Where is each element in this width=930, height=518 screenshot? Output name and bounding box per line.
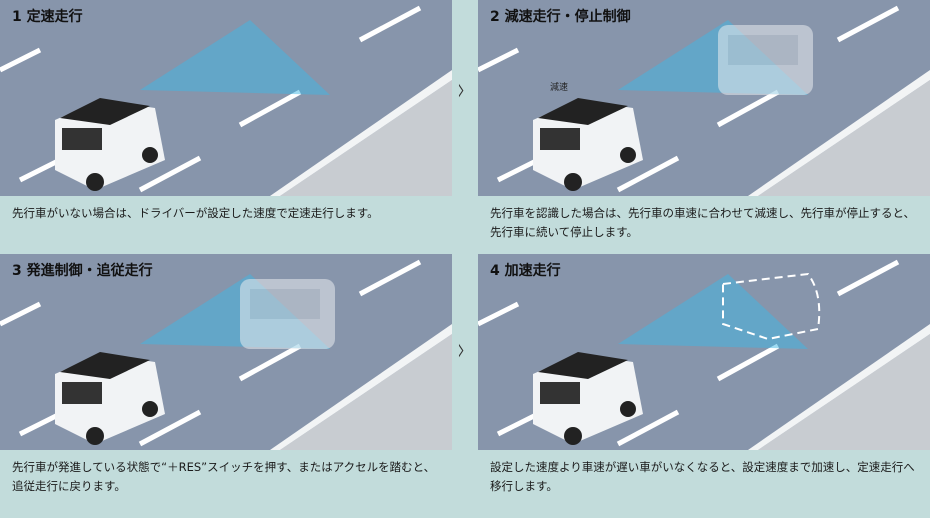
own-car bbox=[533, 352, 643, 445]
next-arrow-icon: › bbox=[457, 330, 466, 368]
lead-car bbox=[240, 279, 335, 349]
lead-car-outline bbox=[722, 272, 821, 341]
lead-car bbox=[718, 25, 813, 95]
panel-caption: 先行車がいない場合は、ドライバーが設定した速度で定速走行します。 bbox=[12, 206, 379, 220]
panel-title: 3 発進制御・追従走行 bbox=[12, 263, 153, 279]
decel-label: 減速 bbox=[550, 83, 569, 93]
own-car bbox=[533, 98, 643, 191]
scene-image bbox=[478, 0, 930, 196]
scene-image bbox=[0, 254, 452, 450]
panel-caption: 先行車を認識した場合は、先行車の車速に合わせて減速し、先行車が停止すると、先行車… bbox=[490, 206, 916, 239]
panel-title: 4 加速走行 bbox=[490, 263, 561, 279]
panel-caption: 設定した速度より車速が遅い車がいなくなると、設定速度まで加速し、定速走行へ移行し… bbox=[490, 460, 915, 493]
scene-image bbox=[478, 254, 930, 450]
own-car bbox=[55, 352, 165, 445]
panel-title: 2 減速走行・停止制御 bbox=[490, 9, 631, 25]
panel-title: 1 定速走行 bbox=[12, 9, 83, 25]
own-car bbox=[55, 98, 165, 191]
next-arrow-icon: › bbox=[457, 70, 466, 108]
panel-caption: 先行車が発進している状態で“＋RES”スイッチを押す、またはアクセルを踏むと、追… bbox=[12, 460, 436, 493]
scene-image bbox=[0, 0, 452, 196]
